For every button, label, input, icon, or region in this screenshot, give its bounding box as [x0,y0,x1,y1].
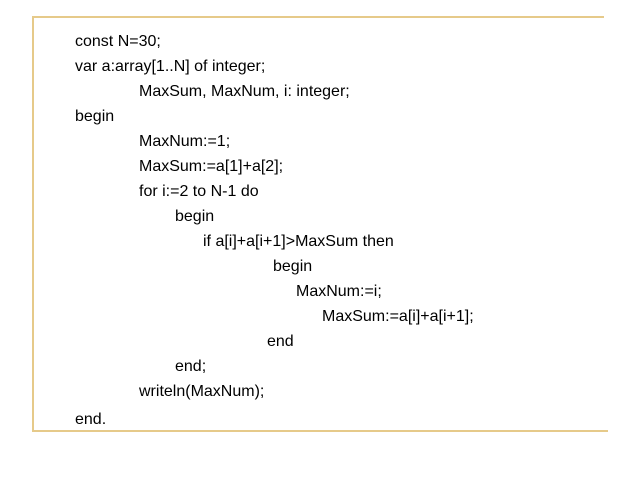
code-line: begin [273,258,313,275]
code-line: writeln(MaxNum); [139,383,265,400]
code-line: begin [175,208,215,225]
bottom-rule-line [32,430,608,432]
code-line: end [267,333,294,350]
left-rule-line [32,16,34,430]
code-line: MaxNum:=1; [139,133,231,150]
code-line: begin [75,108,115,125]
code-line: MaxSum, MaxNum, i: integer; [139,83,350,100]
code-line: end; [175,358,207,375]
code-line: MaxSum:=a[i]+a[i+1]; [322,308,474,325]
code-line: MaxNum:=i; [296,283,382,300]
code-line: MaxSum:=a[1]+a[2]; [139,158,284,175]
code-line: for i:=2 to N-1 do [139,183,259,200]
code-line: end. [75,411,107,428]
code-line: var a:array[1..N] of integer; [75,58,266,75]
code-line: const N=30; [75,33,161,50]
top-rule-line [32,16,604,18]
code-line: if a[i]+a[i+1]>MaxSum then [203,233,394,250]
